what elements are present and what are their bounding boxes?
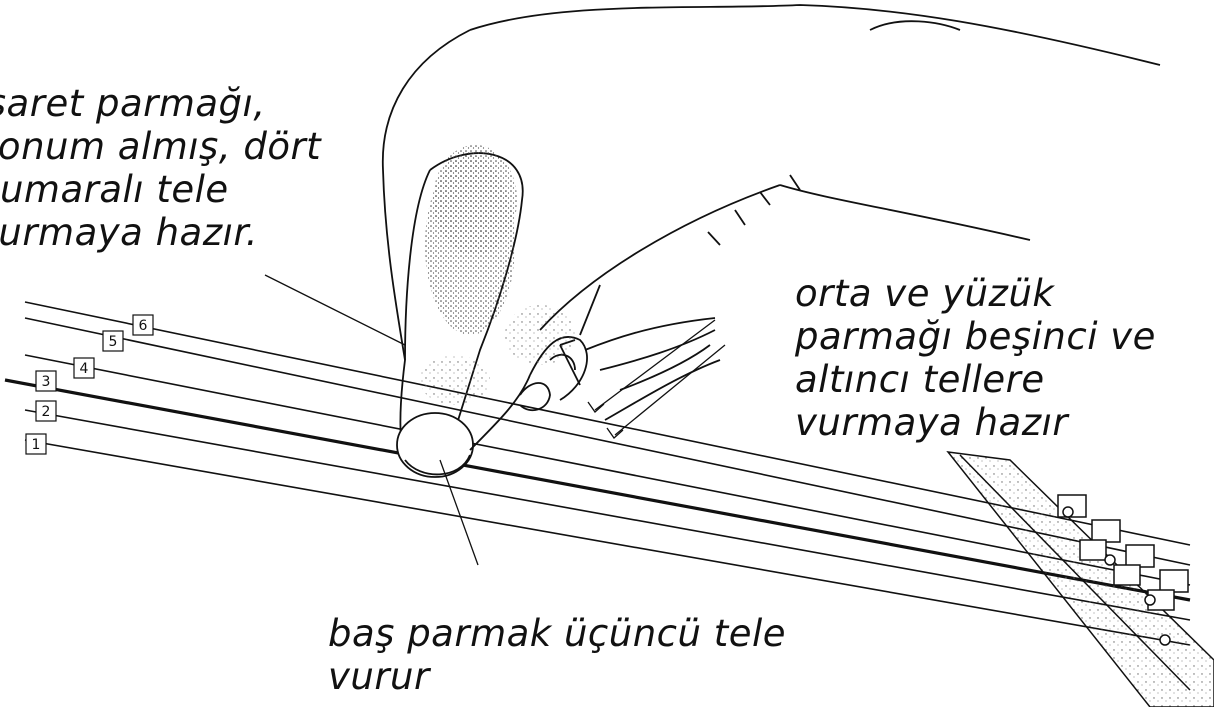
index-finger-note-line-2: konum almış, dört (0, 125, 321, 168)
index-finger-note-line-4: vurmaya hazır. (0, 211, 321, 254)
index-finger-pointer (265, 275, 405, 345)
string-number-6: 6 (133, 315, 153, 335)
middle-ring-finger-note: orta ve yüzük parmağı beşinci ve altıncı… (795, 272, 1156, 444)
string-number-5: 5 (103, 331, 123, 351)
index-finger-note-line-1: işaret parmağı, (0, 82, 321, 125)
svg-text:2: 2 (42, 404, 51, 420)
thumb-note-line-2: vurur (328, 655, 786, 698)
index-finger-note-line-3: numaralı tele (0, 168, 321, 211)
middle-finger-pointer (595, 320, 715, 410)
middle-ring-note-line-1: orta ve yüzük (795, 272, 1156, 315)
thumb-note: baş parmak üçüncü tele vurur (328, 612, 786, 698)
string-number-labels: 1 2 3 4 5 6 (26, 315, 153, 454)
index-finger-note: işaret parmağı, konum almış, dört numara… (0, 82, 321, 254)
thumb-note-line-1: baş parmak üçüncü tele (328, 612, 786, 655)
svg-text:6: 6 (139, 318, 148, 334)
string-number-4: 4 (74, 358, 94, 378)
svg-text:5: 5 (109, 334, 118, 350)
guitar-bridge (948, 452, 1214, 707)
middle-ring-note-line-3: altıncı tellere (795, 358, 1156, 401)
string-number-2: 2 (36, 401, 56, 421)
string-number-3: 3 (36, 371, 56, 391)
svg-text:1: 1 (32, 437, 41, 453)
svg-text:4: 4 (80, 361, 89, 377)
ring-finger-pointer (615, 345, 725, 435)
middle-ring-note-line-2: parmağı beşinci ve (795, 315, 1156, 358)
string-number-1: 1 (26, 434, 46, 454)
thumb-pointer (440, 460, 478, 565)
middle-ring-note-line-4: vurmaya hazır (795, 401, 1156, 444)
svg-text:3: 3 (42, 374, 51, 390)
